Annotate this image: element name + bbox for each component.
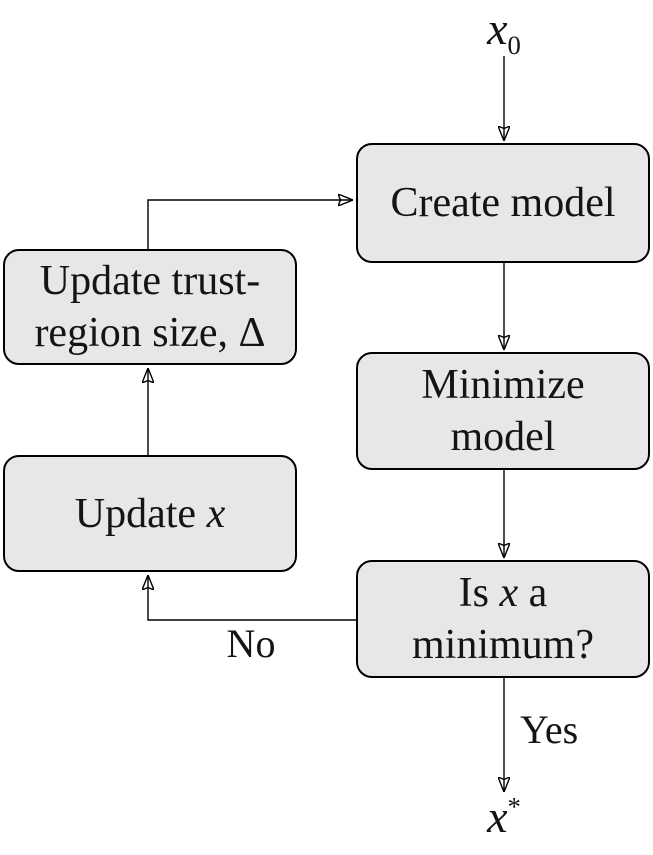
start-variable: x bbox=[487, 3, 508, 54]
node-minimize-model-line2: model bbox=[450, 414, 556, 460]
edge-yes-label: Yes bbox=[520, 707, 579, 752]
start-label-x0: x0 bbox=[487, 2, 521, 61]
end-superscript: * bbox=[507, 791, 521, 822]
node-is-minimum-line2: minimum? bbox=[412, 622, 594, 668]
node-trust-region-line2: region size, Δ bbox=[34, 307, 265, 359]
node-minimize-model: Minimize model bbox=[356, 352, 650, 470]
update-x-text: Update bbox=[74, 490, 207, 537]
update-x-variable: x bbox=[206, 490, 226, 537]
end-label-x-star: x* bbox=[487, 790, 521, 843]
node-create-model: Create model bbox=[356, 143, 650, 263]
is-minimum-text-pre: Is bbox=[458, 570, 500, 616]
node-create-model-label: Create model bbox=[390, 180, 616, 226]
connector-trust-region-to-create-model bbox=[147, 200, 353, 249]
end-variable: x bbox=[487, 791, 508, 842]
delta-symbol: Δ bbox=[238, 310, 266, 356]
start-subscript: 0 bbox=[507, 30, 521, 61]
trust-region-text: region size, bbox=[34, 310, 239, 356]
node-is-minimum-line1: Is x a bbox=[459, 567, 548, 619]
node-is-x-a-minimum: Is x a minimum? bbox=[356, 560, 650, 678]
node-minimize-model-line1: Minimize bbox=[421, 362, 585, 408]
node-trust-region-line1: Update trust- bbox=[39, 258, 261, 304]
is-minimum-text-post: a bbox=[518, 570, 548, 616]
node-update-x-label: Update x bbox=[75, 488, 225, 540]
node-update-trust-region-size: Update trust- region size, Δ bbox=[3, 249, 297, 365]
is-minimum-variable: x bbox=[499, 570, 519, 616]
node-update-x: Update x bbox=[3, 455, 297, 572]
edge-no-label: No bbox=[226, 621, 276, 666]
connector-no-to-update-x bbox=[148, 575, 356, 621]
